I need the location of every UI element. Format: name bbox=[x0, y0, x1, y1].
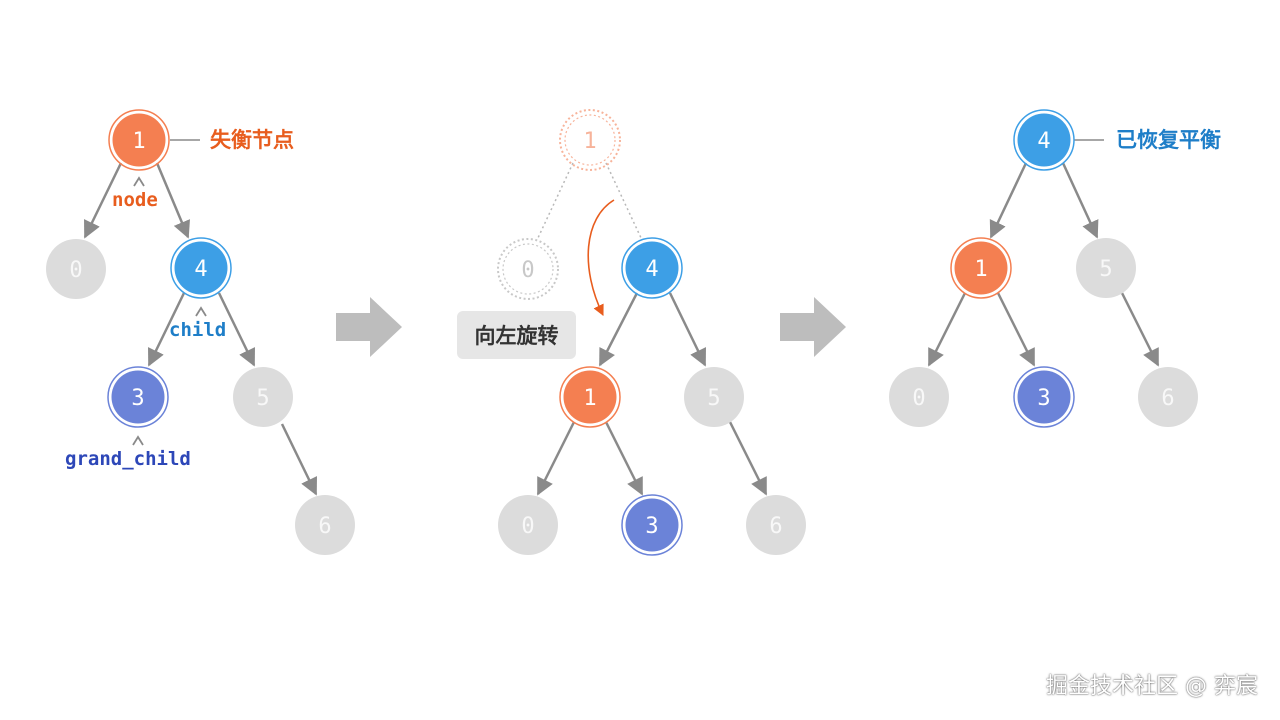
node-value: 3 bbox=[645, 514, 658, 539]
stage3-edges bbox=[927, 139, 1160, 367]
stage2-node-1: 1 bbox=[559, 366, 621, 428]
node-value: 5 bbox=[1099, 257, 1112, 282]
balanced-label: 已恢复平衡 bbox=[1116, 128, 1221, 152]
node-value: 3 bbox=[131, 386, 144, 411]
stage2-edges bbox=[536, 292, 768, 496]
node-value: 5 bbox=[256, 386, 269, 411]
stage2-node-5: 5 bbox=[684, 367, 744, 427]
stage3-node-6: 6 bbox=[1138, 367, 1198, 427]
unbalanced-node-label: 失衡节点 bbox=[210, 128, 294, 152]
stage3-node-4: 4 bbox=[1013, 109, 1075, 171]
stage2-node-3: 3 bbox=[621, 494, 683, 556]
child-pointer-label: child bbox=[169, 319, 227, 341]
stage2-node-4: 4 bbox=[621, 237, 683, 299]
stage1-node-0: 0 bbox=[46, 239, 106, 299]
node-pointer-label: node bbox=[112, 189, 158, 211]
stage1-node-3: 3 bbox=[107, 366, 169, 428]
node-value: 0 bbox=[521, 258, 534, 283]
stage1-node-6: 6 bbox=[295, 495, 355, 555]
node-value: 6 bbox=[1161, 386, 1174, 411]
node-value: 0 bbox=[521, 514, 534, 539]
stage2-ghost-edges bbox=[536, 162, 643, 241]
stage3-node-1: 1 bbox=[950, 237, 1012, 299]
node-value: 0 bbox=[69, 258, 82, 283]
node-value: 1 bbox=[974, 257, 987, 282]
stage3-node-3: 3 bbox=[1013, 366, 1075, 428]
stage3-node-5: 5 bbox=[1076, 238, 1136, 298]
stage1-node-4: 4 bbox=[170, 237, 232, 299]
stage1-pointers bbox=[132, 176, 207, 446]
stage1-node-5: 5 bbox=[233, 367, 293, 427]
watermark: 掘金技术社区 @ 弈宸 bbox=[1046, 674, 1258, 699]
stage2-node-6: 6 bbox=[746, 495, 806, 555]
stage1-edges bbox=[83, 139, 318, 496]
grand-child-pointer-label: grand_child bbox=[65, 448, 191, 470]
node-value: 1 bbox=[583, 386, 596, 411]
rotation-arrow bbox=[587, 199, 615, 317]
node-value: 4 bbox=[1037, 129, 1050, 154]
node-value: 1 bbox=[132, 129, 145, 154]
stage2-ghost-node-1: 1 bbox=[559, 109, 621, 171]
transition-arrow-2 bbox=[780, 297, 846, 357]
stage2-node-0: 0 bbox=[498, 495, 558, 555]
stage3-node-0: 0 bbox=[889, 367, 949, 427]
node-value: 0 bbox=[912, 386, 925, 411]
stage2-ghost-node-0: 0 bbox=[497, 238, 559, 300]
node-value: 1 bbox=[583, 129, 596, 154]
node-value: 3 bbox=[1037, 386, 1050, 411]
node-value: 4 bbox=[194, 257, 207, 282]
node-value: 6 bbox=[769, 514, 782, 539]
node-value: 4 bbox=[645, 257, 658, 282]
stage1-node-1: 1 bbox=[108, 109, 170, 171]
transition-arrow-1 bbox=[336, 297, 402, 357]
node-value: 6 bbox=[318, 514, 331, 539]
node-value: 5 bbox=[707, 386, 720, 411]
rotate-left-label: 向左旋转 bbox=[457, 311, 576, 359]
